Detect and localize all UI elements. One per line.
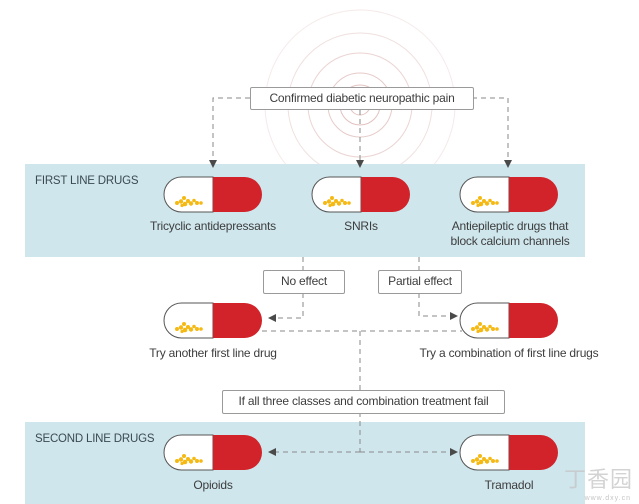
capsule-icon [311,176,411,213]
capsule-icon [459,176,559,213]
drug-label-snris: SNRIs [344,219,378,233]
arrow-to-try-another [268,293,304,322]
arrow-to-combination [418,293,458,320]
start-condition-text: Confirmed diabetic neuropathic pain [269,91,455,105]
arrow-to-antiepileptic [472,97,512,168]
no-effect-text: No effect [280,274,327,288]
capsule-icon [459,302,559,339]
drug-label-antiepileptic-line2: block calcium channels [450,234,570,248]
drug-label-antiepileptic: Antiepileptic drugs that block calcium c… [420,219,600,249]
arrow-to-tricyclic [209,97,250,168]
no-effect-box: No effect [263,270,345,294]
drug-label-tricyclic: Tricyclic antidepressants [150,219,276,233]
try-another-label: Try another first line drug [149,346,277,360]
first-line-title: FIRST LINE DRUGS [35,175,139,187]
partial-effect-text: Partial effect [388,274,452,288]
capsule-icon [163,434,263,471]
capsule-icon [163,302,263,339]
capsule-icon [163,176,263,213]
drug-label-tramadol: Tramadol [484,478,534,492]
capsule-icon [459,434,559,471]
escalation-text: If all three classes and combination tre… [238,394,489,408]
partial-effect-box: Partial effect [378,270,462,294]
watermark-logo: 丁香园 [563,467,633,492]
escalation-box: If all three classes and combination tre… [222,390,505,414]
second-line-title: SECOND LINE DRUGS [35,433,155,445]
drug-label-antiepileptic-line1: Antiepileptic drugs that [451,219,569,233]
watermark-url: www.dxy.cn [584,495,631,502]
drug-label-opioids: Opioids [193,478,233,492]
try-combination-label: Try a combination of first line drugs [419,346,599,360]
start-condition-box: Confirmed diabetic neuropathic pain [250,87,474,110]
